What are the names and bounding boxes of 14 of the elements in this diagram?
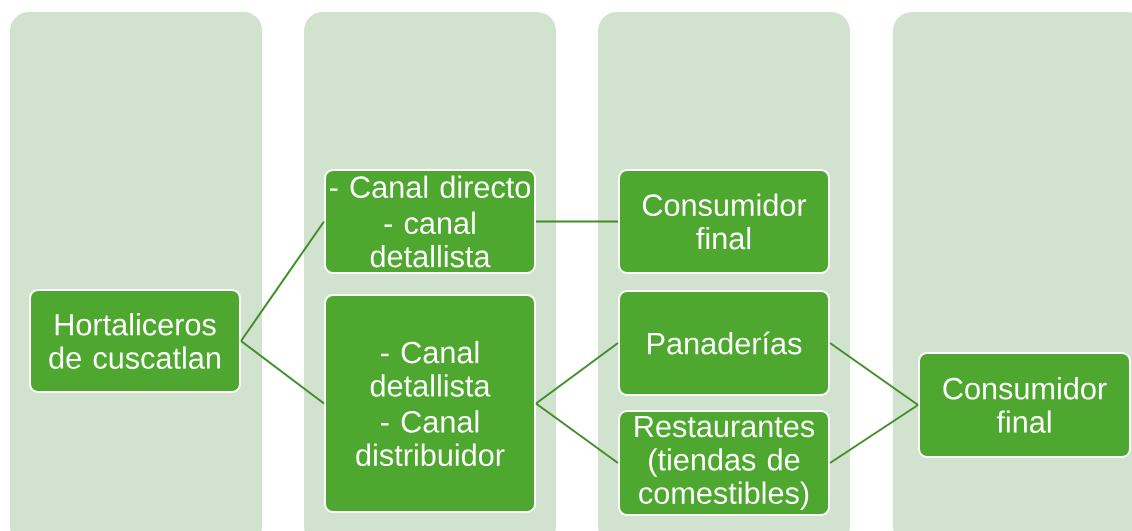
process-box: Restaurantes (tiendas de comestibles) bbox=[618, 410, 830, 516]
process-box: Consumidor final bbox=[918, 352, 1131, 458]
connector-line bbox=[535, 342, 619, 405]
connector-line bbox=[240, 220, 325, 342]
connector-line bbox=[829, 404, 919, 464]
connector-line bbox=[535, 402, 619, 464]
connector-line bbox=[240, 340, 325, 405]
process-box: - Canal directo - canal detallista bbox=[324, 169, 536, 274]
process-box: Hortaliceros de cuscatlan bbox=[29, 289, 241, 393]
process-box: Panaderías bbox=[618, 290, 830, 396]
connector-line bbox=[535, 220, 619, 223]
connector-line bbox=[829, 342, 919, 406]
process-box: Consumidor final bbox=[618, 169, 830, 274]
process-box: - Canal detallista - Canal distribuidor bbox=[324, 294, 536, 513]
